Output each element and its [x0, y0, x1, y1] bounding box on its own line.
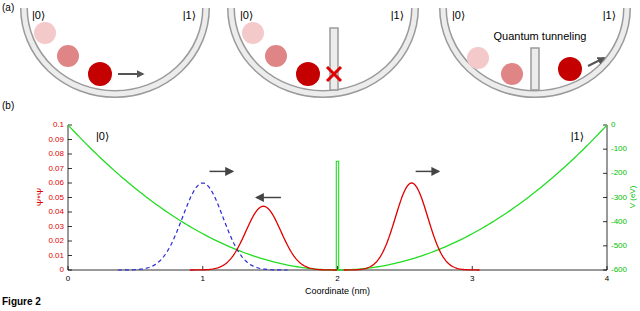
tick-label: 0.09: [48, 135, 64, 144]
axis-tick: [603, 173, 607, 174]
panel-label: (a): [2, 2, 14, 14]
blocked-cross: [327, 67, 341, 81]
ball: [57, 45, 79, 67]
axis-tick: [68, 197, 72, 198]
ball: [501, 63, 523, 85]
tick-label: 1: [201, 274, 205, 283]
axis-tick: [68, 139, 72, 140]
transmitted-wavepacket: [344, 183, 480, 270]
axis-title: V (eV): [628, 186, 637, 209]
state-label: |1⟩: [391, 9, 404, 22]
tick-label: 0.06: [48, 178, 64, 187]
tick-label: -300: [611, 193, 627, 202]
ball: [88, 62, 112, 86]
axis-tick: [603, 221, 607, 222]
reflected-wavepacket: [190, 206, 337, 270]
bowl: [24, 8, 206, 94]
tick-label: -100: [611, 145, 627, 154]
axis-tick: [68, 226, 72, 227]
state-label: |1⟩: [571, 130, 584, 143]
tick-label: -200: [611, 169, 627, 178]
axis-tick: [603, 245, 607, 246]
direction-arrow: [209, 171, 232, 173]
motion-arrow: [118, 73, 143, 75]
tick-label: -500: [611, 241, 627, 250]
tick-label: 0: [611, 120, 615, 129]
figure-caption: Figure 2: [2, 296, 41, 308]
state-label: |1⟩: [183, 9, 196, 22]
axis-tick: [603, 270, 607, 271]
axis-tick: [607, 266, 608, 270]
direction-arrow: [416, 171, 439, 173]
state-label: |0⟩: [240, 9, 253, 22]
plot-curves: [68, 125, 607, 270]
ball: [34, 22, 56, 44]
axis-title: Ψ*Ψ: [35, 188, 45, 207]
ball: [467, 47, 489, 69]
state-label: |1⟩: [603, 9, 616, 22]
barrier: [330, 28, 338, 90]
tick-label: -600: [611, 265, 627, 274]
tick-label: 0: [66, 274, 70, 283]
potential-curve: [68, 125, 607, 270]
axis-tick: [68, 255, 72, 256]
axes: [68, 125, 607, 270]
motion-arrow: [588, 58, 604, 66]
axis-tick: [68, 168, 72, 169]
tick-label: 3: [470, 274, 474, 283]
tick-label: 0.1: [53, 120, 64, 129]
ball: [296, 62, 320, 86]
cross-line: [327, 67, 341, 81]
bowl: [231, 8, 415, 94]
axis-tick: [68, 266, 69, 270]
axis-tick: [603, 149, 607, 150]
axis-tick: [68, 183, 72, 184]
tick-label: -400: [611, 217, 627, 226]
axis-tick: [68, 270, 72, 271]
ball: [242, 22, 264, 44]
tick-label: 0: [60, 265, 64, 274]
bowl: [443, 8, 627, 94]
state-label: |0⟩: [452, 9, 465, 22]
initial-wavepacket: [118, 183, 288, 270]
axis-tick: [603, 197, 607, 198]
tick-label: 4: [605, 274, 609, 283]
barrier: [531, 48, 539, 90]
axis-tick: [68, 212, 72, 213]
ball: [558, 57, 582, 81]
bowl: [443, 8, 627, 94]
tick-label: 0.05: [48, 193, 64, 202]
direction-arrow: [257, 197, 281, 199]
axis-tick: [68, 241, 72, 242]
panel-label: (b): [2, 100, 14, 112]
bowl: [231, 8, 415, 94]
tick-label: 0.02: [48, 236, 64, 245]
tick-label: 0.04: [48, 207, 64, 216]
state-label: |0⟩: [96, 130, 109, 143]
barrier-spike: [336, 161, 338, 270]
tick-label: 2: [335, 274, 339, 283]
tick-label: 0.01: [48, 251, 64, 260]
axis-tick: [68, 154, 72, 155]
state-label: |0⟩: [32, 9, 45, 22]
cross-line: [327, 67, 341, 81]
tick-label: 0.07: [48, 164, 64, 173]
tick-label: 0.08: [48, 149, 64, 158]
tick-label: 0.03: [48, 222, 64, 231]
bowl: [24, 8, 206, 94]
axis-title: Coordinate (nm): [305, 286, 370, 296]
annotation: Quantum tunneling: [494, 30, 587, 43]
ball: [265, 45, 287, 67]
bowls: [24, 8, 627, 94]
